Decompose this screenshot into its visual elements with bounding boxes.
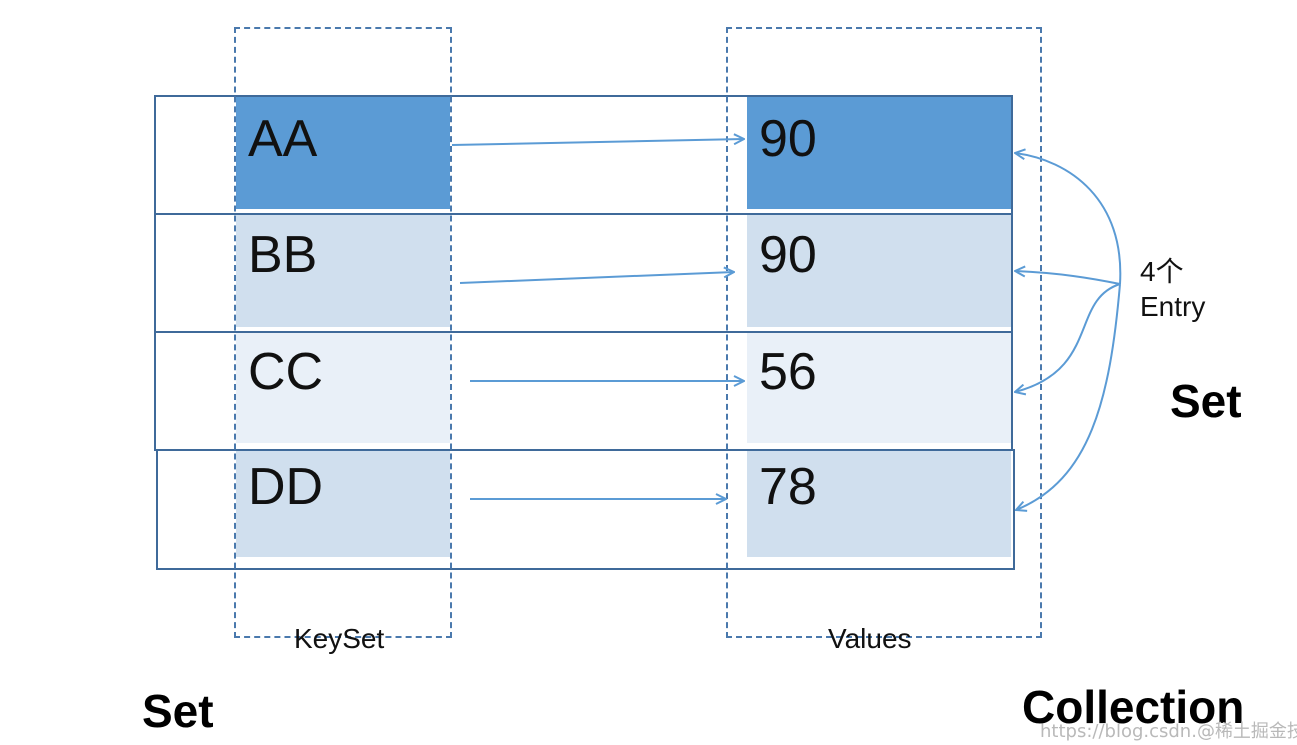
key-cell: AA (236, 97, 450, 209)
value-label: 90 (759, 110, 817, 168)
watermark: https://blog.csdn.@稀土掘金技术社区 (1040, 721, 1297, 742)
value-label: 56 (759, 343, 817, 401)
key-cell: CC (236, 333, 450, 443)
key-label: DD (248, 458, 324, 516)
key-to-value-arrow (451, 139, 744, 146)
key-to-value-arrow (459, 272, 734, 284)
entry-arrow (1015, 283, 1121, 392)
keyset-label: KeySet (294, 623, 385, 654)
entry-count-label: 4个 Entry (1140, 254, 1205, 324)
key-label: BB (248, 226, 318, 284)
key-cell: BB (236, 215, 450, 327)
keyset-group (234, 27, 452, 638)
left-set-title: Set (142, 685, 214, 737)
value-cell: 90 (747, 97, 1011, 209)
side-set-label: Set (1170, 375, 1242, 427)
values-group (726, 27, 1042, 638)
collection-title: Collection (1022, 681, 1245, 733)
entry-count-text: 4个 (1140, 256, 1184, 287)
value-cell: 90 (747, 215, 1011, 327)
values-label: Values (828, 623, 912, 654)
value-cell: 78 (747, 451, 1011, 557)
entry-arrow (1015, 153, 1122, 285)
entry-arrow (1016, 283, 1121, 510)
key-label: AA (248, 110, 318, 168)
key-cell: DD (236, 451, 450, 557)
value-label: 78 (759, 458, 817, 516)
entry-text: Entry (1140, 291, 1206, 322)
entry-arrow (1015, 271, 1121, 285)
key-label: CC (248, 343, 324, 401)
value-label: 90 (759, 226, 817, 284)
value-cell: 56 (747, 333, 1011, 443)
